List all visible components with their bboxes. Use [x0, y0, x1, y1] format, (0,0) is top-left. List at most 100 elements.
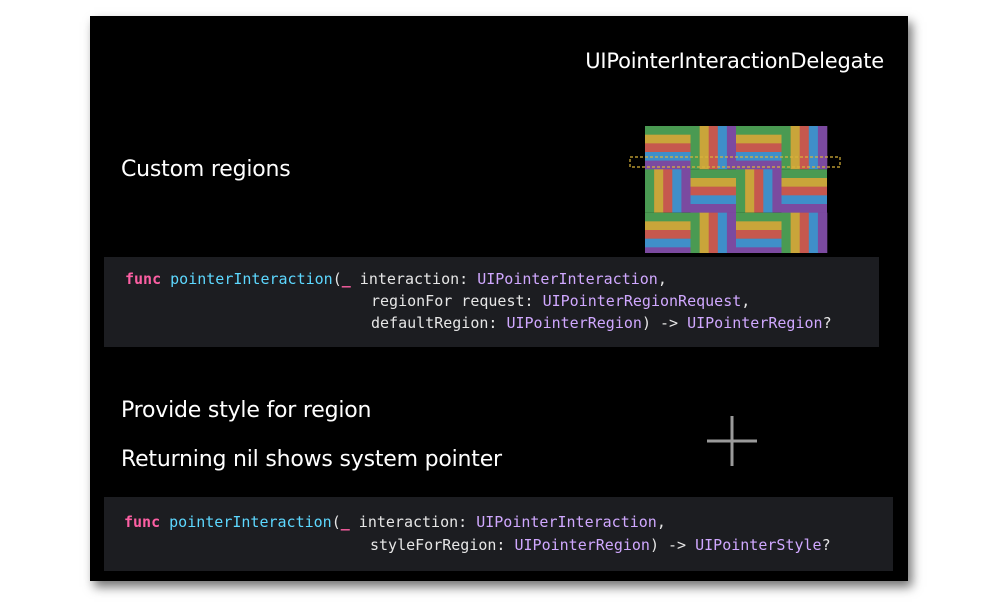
- code-line: defaultRegion: UIPointerRegion) -> UIPoi…: [371, 312, 832, 334]
- code-type: UIPointerRegionRequest: [542, 292, 742, 310]
- code-underscore: _: [341, 270, 351, 288]
- code-text: ?: [822, 314, 832, 332]
- weave-stripe: [708, 126, 719, 170]
- weave-stripe: [736, 143, 782, 153]
- weave-stripe: [690, 169, 736, 179]
- weave-stripe: [726, 212, 737, 253]
- weave-stripe: [772, 169, 782, 213]
- weave-stripe: [645, 230, 691, 239]
- weave-stripe: [790, 212, 800, 253]
- code-text: regionFor request:: [371, 292, 543, 310]
- weave-stripe: [690, 178, 736, 187]
- weave-pattern: [645, 126, 828, 253]
- code-type: UIPointerRegion: [514, 536, 650, 554]
- code-type: UIPointerInteraction: [476, 513, 657, 531]
- weave-stripe: [645, 160, 691, 170]
- weave-stripe: [817, 126, 828, 170]
- weave-stripe: [645, 221, 691, 231]
- code-keyword: func: [124, 513, 161, 531]
- weave-stripe: [781, 204, 827, 213]
- weave-stripe: [781, 212, 791, 253]
- heading-custom-regions: Custom regions: [121, 157, 291, 182]
- weave-stripe: [672, 169, 682, 213]
- weave-stripe: [736, 247, 782, 253]
- presentation-slide: UIPointerInteractionDelegate Custom regi…: [90, 16, 908, 581]
- code-text: ) ->: [649, 536, 696, 554]
- heading-provide-style: Provide style for region: [121, 398, 372, 423]
- weave-stripe: [781, 195, 827, 205]
- weave-stripe: [645, 143, 691, 153]
- weave-stripe: [736, 221, 782, 231]
- code-return-type: UIPointerStyle: [695, 536, 822, 554]
- weave-stripe: [781, 126, 791, 170]
- code-text: ,: [741, 292, 751, 310]
- weave-stripe: [808, 212, 819, 253]
- slide-title: UIPointerInteractionDelegate: [585, 49, 884, 73]
- code-type: UIPointerInteraction: [477, 270, 658, 288]
- code-text: ) ->: [641, 314, 688, 332]
- weave-stripe: [817, 212, 828, 253]
- weave-stripe: [699, 212, 709, 253]
- weave-stripe: [736, 126, 782, 135]
- weave-stripe: [726, 126, 737, 170]
- code-line: regionFor request: UIPointerRegionReques…: [371, 290, 750, 312]
- weave-stripe: [690, 195, 736, 205]
- crosshair-plus-icon: [707, 416, 757, 466]
- weave-stripe: [763, 169, 773, 213]
- code-function-name: pointerInteraction: [170, 270, 333, 288]
- weave-stripe: [690, 204, 736, 213]
- weave-stripe: [808, 126, 819, 170]
- weave-stripe: [699, 126, 709, 170]
- code-keyword: func: [125, 270, 162, 288]
- region-highlight-outline: [629, 156, 841, 168]
- heading-returning-nil: Returning nil shows system pointer: [121, 447, 502, 472]
- weave-stripe: [799, 212, 810, 253]
- weave-stripe: [654, 169, 664, 213]
- code-text: (: [331, 513, 341, 531]
- weave-stripe: [790, 126, 800, 170]
- weave-stripe: [736, 134, 782, 144]
- code-text: ?: [821, 536, 831, 554]
- code-text: ,: [656, 513, 666, 531]
- weave-stripe: [645, 169, 655, 213]
- weave-stripe: [781, 169, 827, 179]
- code-type: UIPointerRegion: [506, 314, 642, 332]
- weave-stripe: [717, 126, 728, 170]
- woven-stripes-illustration: [629, 126, 841, 253]
- weave-stripe: [736, 230, 782, 239]
- weave-stripe: [799, 126, 810, 170]
- code-line: styleForRegion: UIPointerRegion) -> UIPo…: [370, 534, 831, 556]
- weave-stripe: [645, 247, 691, 253]
- weave-stripe: [645, 134, 691, 144]
- weave-stripe: [663, 169, 673, 213]
- weave-stripe: [690, 126, 700, 170]
- code-text: ,: [657, 270, 667, 288]
- code-text: interaction:: [350, 270, 478, 288]
- code-text: defaultRegion:: [371, 314, 507, 332]
- weave-stripe: [645, 126, 691, 135]
- weave-stripe: [781, 186, 827, 196]
- code-text: interaction:: [349, 513, 477, 531]
- weave-stripe: [781, 178, 827, 187]
- weave-stripe: [736, 212, 782, 222]
- weave-stripe: [681, 169, 691, 213]
- weave-stripe: [645, 212, 691, 222]
- code-return-type: UIPointerRegion: [687, 314, 823, 332]
- code-block-region: func pointerInteraction(_ interaction: U…: [104, 257, 879, 347]
- weave-stripe: [736, 169, 746, 213]
- code-line: func pointerInteraction(_ interaction: U…: [125, 268, 667, 290]
- code-text: styleForRegion:: [370, 536, 515, 554]
- weave-stripe: [690, 186, 736, 196]
- weave-stripe: [708, 212, 719, 253]
- weave-stripe: [717, 212, 728, 253]
- weave-stripe: [736, 160, 782, 170]
- weave-stripe: [745, 169, 755, 213]
- code-function-name: pointerInteraction: [169, 513, 332, 531]
- code-underscore: _: [340, 513, 350, 531]
- code-line: func pointerInteraction(_ interaction: U…: [124, 511, 666, 533]
- weave-stripe: [736, 152, 782, 161]
- weave-stripe: [690, 212, 700, 253]
- weave-stripe: [736, 238, 782, 248]
- code-block-style: func pointerInteraction(_ interaction: U…: [104, 497, 893, 571]
- weave-stripe: [645, 238, 691, 248]
